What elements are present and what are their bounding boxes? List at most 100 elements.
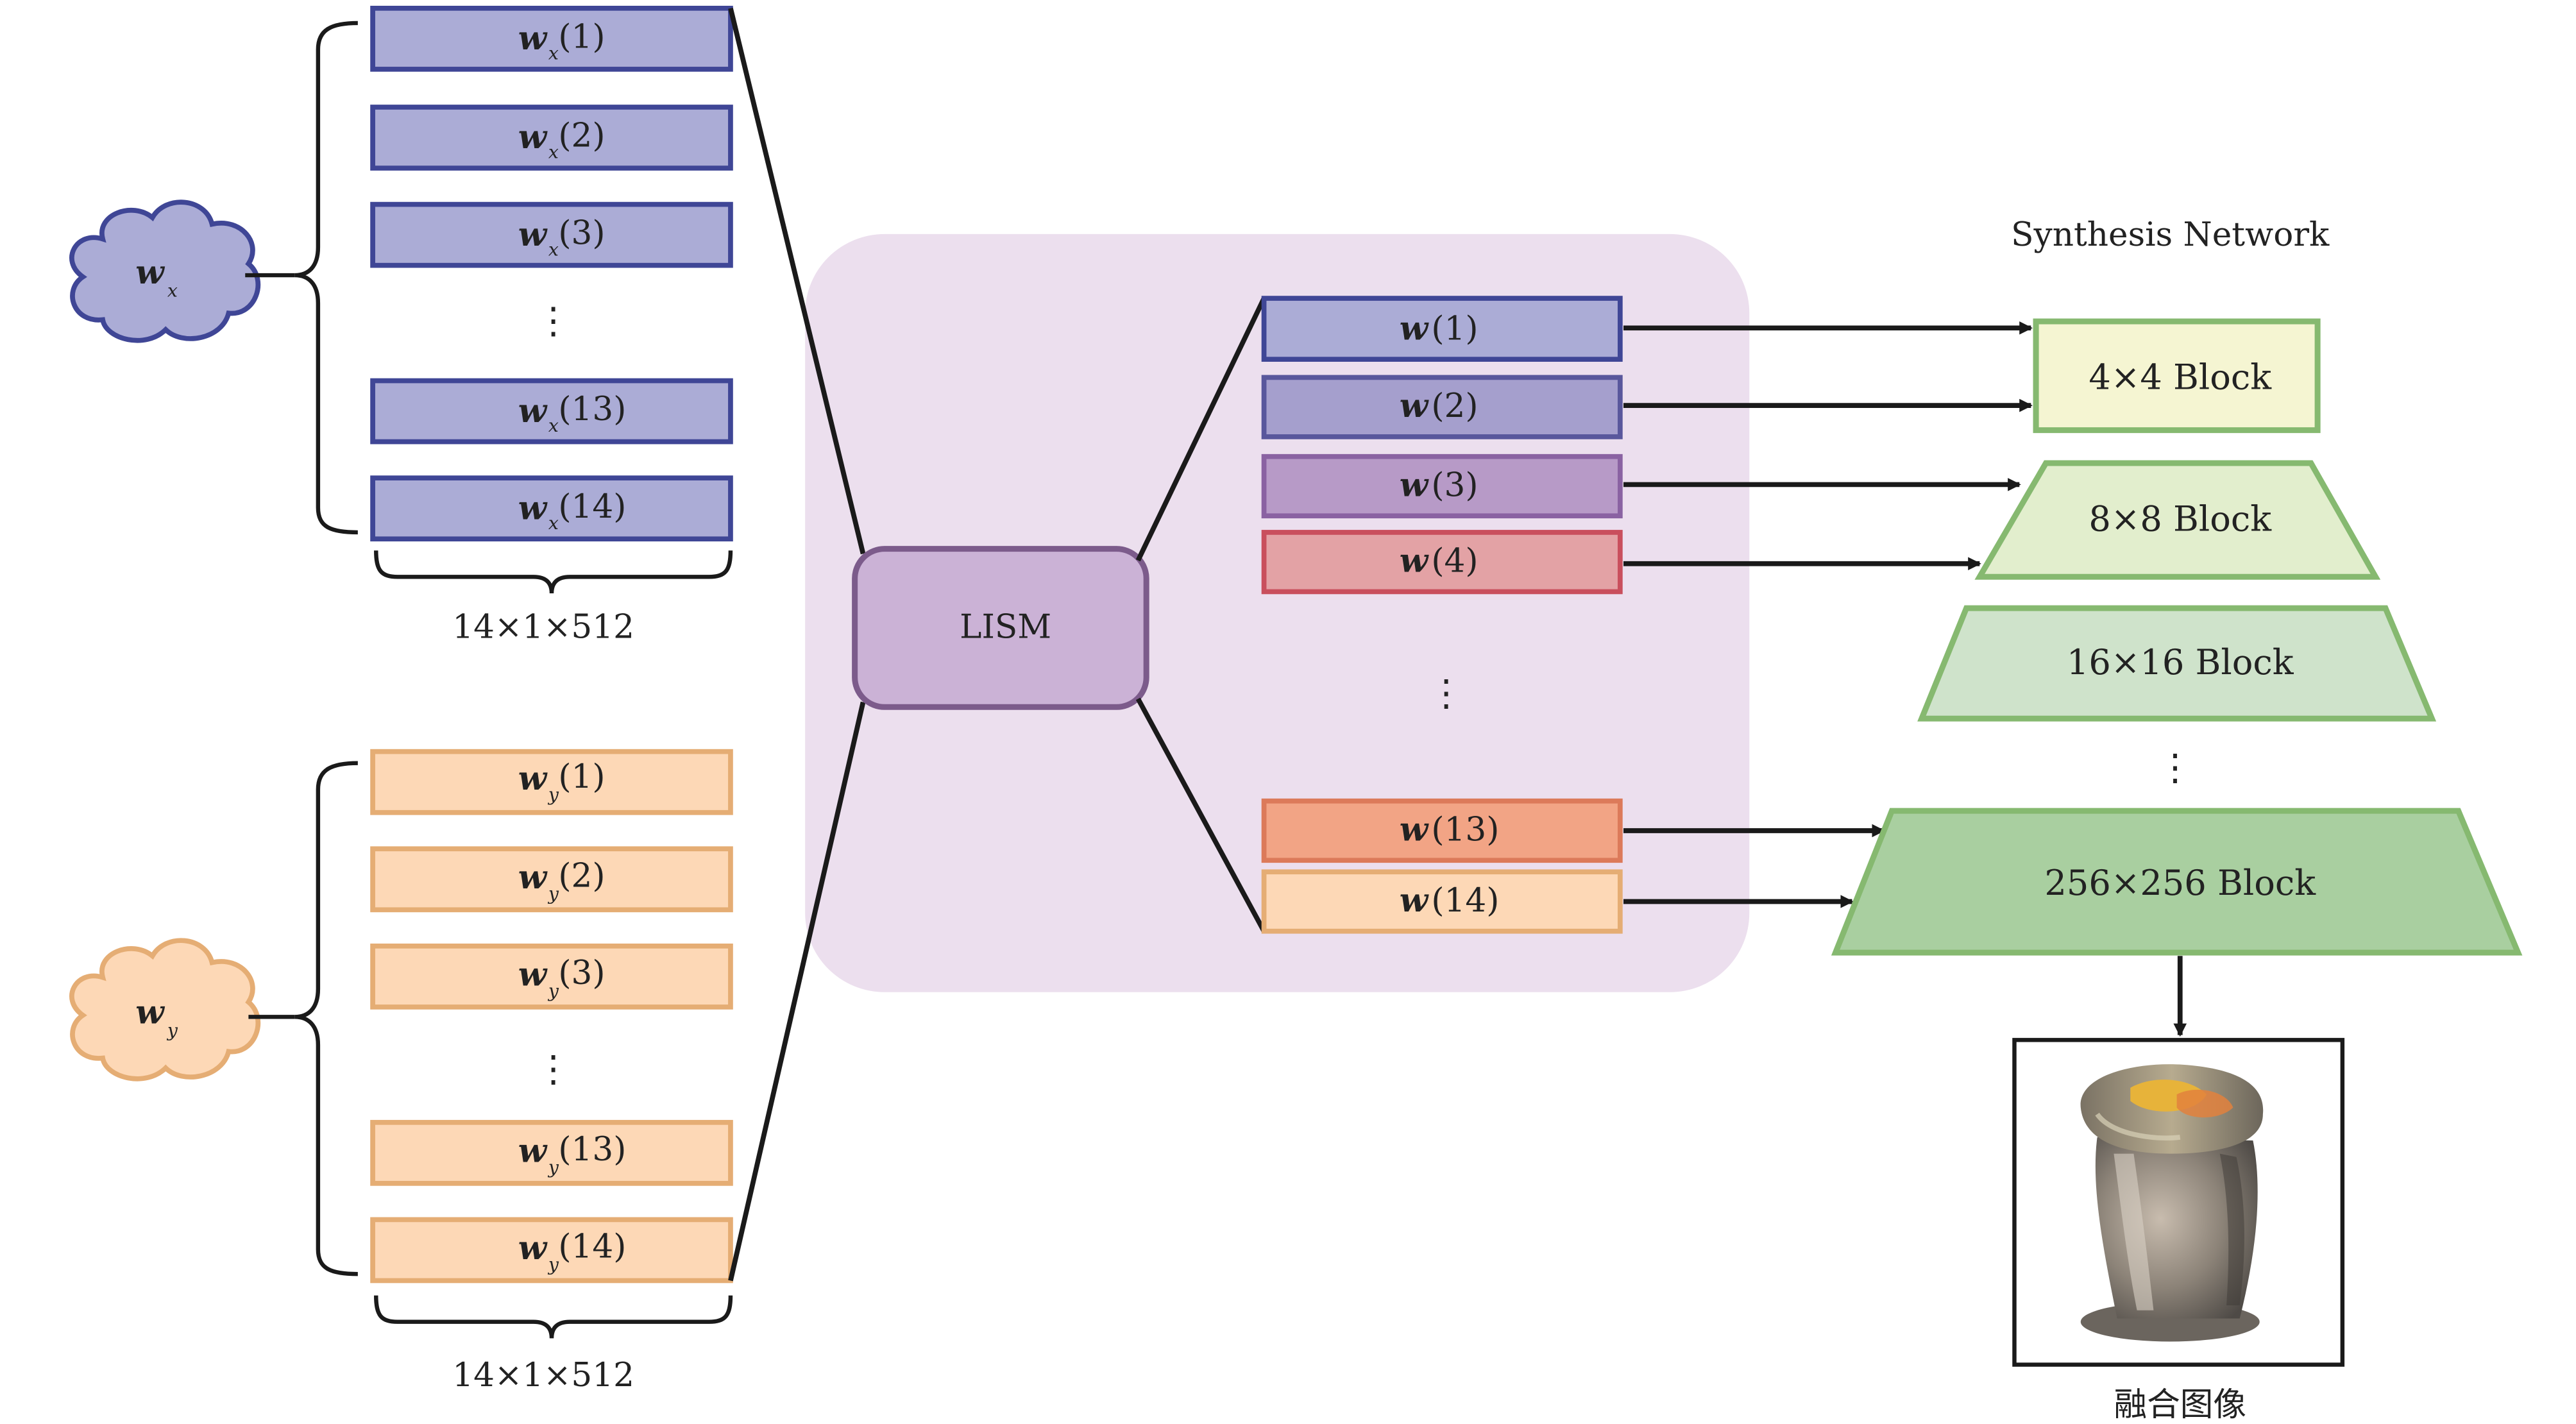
svg-text:w: w — [135, 253, 165, 292]
svg-text:w: w — [518, 19, 548, 58]
wx-box-3-var: w — [518, 216, 548, 254]
wy-box-1: w y (1) — [370, 749, 733, 815]
svg-text:(14): (14) — [558, 487, 626, 526]
svg-text:w: w — [518, 392, 548, 430]
block-256x256: 256×256 Block — [1831, 808, 2523, 956]
wx-box-1-var: w — [518, 19, 548, 58]
w-box-3: w (3) — [1261, 453, 1623, 519]
svg-text:w: w — [518, 759, 548, 798]
svg-text:(13): (13) — [558, 390, 626, 428]
wx-horizontal-brace — [374, 550, 733, 594]
svg-text:y: y — [547, 883, 559, 904]
lism-to-w1-line — [1135, 297, 1267, 562]
svg-text:y: y — [547, 1157, 559, 1178]
wy-ellipsis: ⋮ — [535, 1048, 572, 1090]
w-box-13: w (13) — [1261, 798, 1623, 863]
wx-box-1-idx: (1) — [558, 18, 605, 56]
wx-box-14-idx: (14) — [558, 487, 626, 526]
w-box-3-var: w — [1400, 466, 1429, 505]
output-caption: 融合图像 — [2114, 1386, 2246, 1424]
wy-box-14-var: w — [518, 1229, 548, 1267]
wx-cloud-sub: x — [167, 280, 178, 301]
wx-box-13-var: w — [518, 392, 548, 430]
w-box-2: w (2) — [1261, 375, 1623, 439]
svg-text:x: x — [548, 142, 559, 163]
wx-box-14-sub: x — [548, 513, 559, 534]
wx-box-2-sub: x — [548, 142, 559, 163]
w-box-2-idx: (2) — [1431, 387, 1478, 425]
svg-text:x: x — [548, 43, 559, 64]
lism-module: LISM — [852, 546, 1149, 710]
svg-text:w: w — [135, 994, 165, 1032]
wx-box-3: w x (3) — [370, 201, 733, 268]
svg-text:(13): (13) — [1431, 811, 1499, 849]
wy-box-1-sub: y — [547, 784, 559, 806]
svg-text:w: w — [518, 858, 548, 897]
w-box-3-idx: (3) — [1431, 466, 1478, 505]
w-box-4: w (4) — [1261, 530, 1623, 595]
wy-box-13-idx: (13) — [558, 1130, 626, 1169]
wx-box-3-idx: (3) — [558, 214, 605, 252]
w-box-4-idx: (4) — [1431, 542, 1478, 581]
w-box-14-idx: (14) — [1431, 881, 1499, 920]
wy-box-2: w y (2) — [370, 846, 733, 913]
svg-text:y: y — [547, 784, 559, 806]
wx-box-2-idx: (2) — [558, 117, 605, 155]
svg-text:(1): (1) — [558, 18, 605, 56]
svg-text:(2): (2) — [558, 856, 605, 895]
wx-box-13-idx: (13) — [558, 390, 626, 428]
w-box-14: w (14) — [1261, 869, 1623, 934]
wy-cloud: w y — [69, 938, 261, 1081]
w-ellipsis: ⋮ — [1428, 672, 1464, 715]
w-box-1: w (1) — [1261, 296, 1623, 362]
wx-dimension-label: 14×1×512 — [452, 607, 634, 646]
wy-box-2-sub: y — [547, 883, 559, 904]
block-8x8: 8×8 Block — [1974, 460, 2381, 580]
wy-box-3-sub: y — [547, 981, 559, 1002]
wy-vertical-brace — [294, 761, 358, 1276]
svg-text:x: x — [167, 280, 178, 301]
wx-to-lism-line — [728, 7, 866, 555]
svg-text:(13): (13) — [558, 1130, 626, 1169]
lism-label: LISM — [960, 607, 1051, 646]
synthesis-network-title: Synthesis Network — [2011, 216, 2330, 254]
svg-text:w: w — [518, 1132, 548, 1171]
svg-text:(2): (2) — [1431, 387, 1478, 425]
svg-text:x: x — [548, 415, 559, 436]
svg-text:w: w — [1400, 811, 1429, 849]
w-box-2-var: w — [1400, 387, 1429, 425]
block-4x4-label: 4×4 Block — [2089, 357, 2272, 398]
wx-box-2-var: w — [518, 118, 548, 157]
w-box-1-var: w — [1400, 309, 1429, 348]
svg-text:w: w — [518, 1229, 548, 1267]
svg-text:(3): (3) — [558, 954, 605, 992]
svg-text:(3): (3) — [558, 214, 605, 252]
w-box-1-idx: (1) — [1431, 309, 1478, 348]
svg-text:y: y — [166, 1020, 178, 1041]
wy-cloud-var: w — [135, 994, 165, 1032]
svg-text:(3): (3) — [1431, 466, 1478, 505]
synthesis-ellipsis: ⋮ — [2157, 746, 2194, 788]
wx-box-1-sub: x — [548, 43, 559, 64]
block-16x16: 16×16 Block — [1917, 605, 2437, 722]
wx-box-3-sub: x — [548, 239, 559, 260]
svg-text:w: w — [518, 489, 548, 527]
wy-box-13-var: w — [518, 1132, 548, 1171]
wx-ellipsis: ⋮ — [535, 300, 572, 342]
svg-text:(1): (1) — [558, 758, 605, 796]
output-image-frame — [2012, 1038, 2345, 1367]
svg-text:w: w — [518, 118, 548, 157]
wy-box-2-var: w — [518, 858, 548, 897]
lism-to-w14-line — [1135, 697, 1266, 933]
wy-box-14: w y (14) — [370, 1217, 733, 1284]
wy-box-14-idx: (14) — [558, 1228, 626, 1266]
w-box-13-var: w — [1400, 811, 1429, 849]
wy-box-13-sub: y — [547, 1157, 559, 1178]
svg-text:w: w — [1400, 881, 1429, 920]
wy-box-2-idx: (2) — [558, 856, 605, 895]
wy-box-13: w y (13) — [370, 1119, 733, 1186]
wy-box-3-idx: (3) — [558, 954, 605, 992]
wx-box-2: w x (2) — [370, 105, 733, 171]
svg-text:w: w — [1400, 309, 1429, 348]
